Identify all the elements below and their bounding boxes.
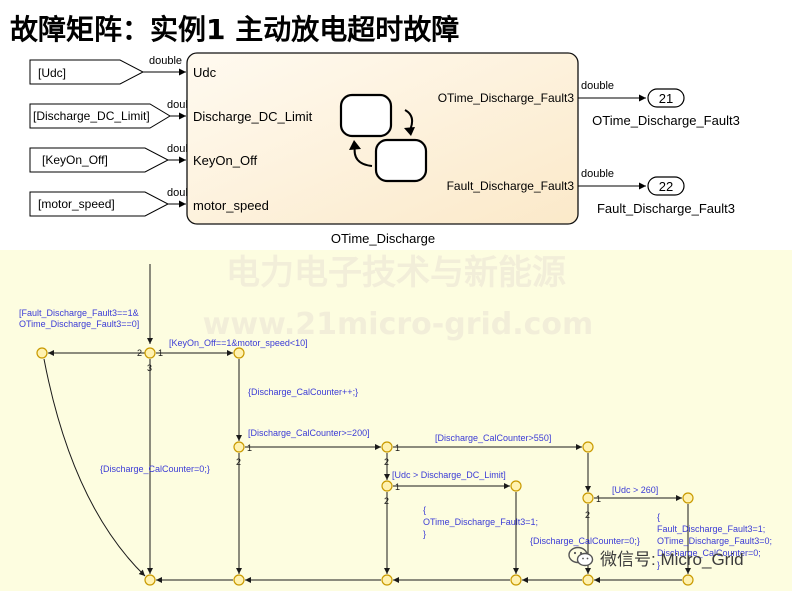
port-label-motor-speed: motor_speed bbox=[193, 198, 269, 213]
outport-21-name: OTime_Discharge_Fault3 bbox=[592, 113, 740, 128]
order-number: 3 bbox=[147, 363, 152, 373]
fault-action-line3: Discharge_CalCounter=0; bbox=[657, 548, 761, 558]
junction[interactable] bbox=[510, 480, 522, 492]
outport-21-number: 21 bbox=[659, 91, 673, 106]
otime-action: OTime_Discharge_Fault3=1; bbox=[423, 517, 538, 527]
flowchart-diagram: 电力电子技术与新能源 www.21micro-grid.com bbox=[0, 250, 792, 591]
from-label-keyon: [KeyOn_Off] bbox=[42, 153, 108, 167]
fault-reset-condition-line1: [Fault_Discharge_Fault3==1& bbox=[19, 308, 139, 318]
watermark-title: 电力电子技术与新能源 bbox=[226, 253, 566, 293]
outport-21[interactable]: 21 bbox=[647, 88, 685, 108]
outport-22-number: 22 bbox=[659, 179, 673, 194]
counter-ge-200-condition: [Discharge_CalCounter>=200] bbox=[248, 428, 370, 438]
junction[interactable] bbox=[582, 441, 594, 453]
otime-action-open: { bbox=[423, 505, 426, 515]
order-number: 1 bbox=[395, 482, 400, 492]
junction[interactable] bbox=[381, 441, 393, 453]
order-number: 2 bbox=[384, 496, 389, 506]
flow-junctions bbox=[36, 347, 694, 586]
chart-block-name: OTime_Discharge bbox=[331, 231, 435, 246]
wechat-id-text: 微信号: Micro_Grid bbox=[600, 549, 744, 569]
from-label-discharge-limit: [Discharge_DC_Limit] bbox=[33, 109, 150, 123]
from-block-udc[interactable]: [Udc] bbox=[29, 59, 145, 85]
outport-22[interactable]: 22 bbox=[647, 176, 685, 196]
junction[interactable] bbox=[582, 492, 594, 504]
junction[interactable] bbox=[144, 347, 156, 359]
counter-reset-action-left: {Discharge_CalCounter=0;} bbox=[100, 464, 210, 474]
signal-type-fault-out: double bbox=[581, 168, 614, 180]
order-number: 1 bbox=[596, 494, 601, 504]
flow-transitions bbox=[43, 264, 691, 583]
order-number: 1 bbox=[395, 443, 400, 453]
flowchart-background bbox=[0, 250, 792, 591]
outport-22-name: Fault_Discharge_Fault3 bbox=[597, 201, 735, 216]
fault-action-open: { bbox=[657, 512, 660, 522]
udc-discharge-limit-condition: [Udc > Discharge_DC_Limit] bbox=[392, 470, 506, 480]
order-number: 1 bbox=[247, 443, 252, 453]
fault-action-close: } bbox=[657, 560, 660, 570]
junction[interactable] bbox=[381, 480, 393, 492]
from-block-motor-speed[interactable]: [motor_speed] bbox=[29, 191, 170, 217]
watermark-url: www.21micro-grid.com bbox=[203, 307, 594, 342]
order-number: 2 bbox=[585, 510, 590, 520]
counter-gt-550-condition: [Discharge_CalCounter>550] bbox=[435, 433, 551, 443]
wechat-icon bbox=[568, 546, 594, 567]
junction[interactable] bbox=[233, 574, 245, 586]
junction[interactable] bbox=[682, 574, 694, 586]
from-label-motor-speed: [motor_speed] bbox=[38, 197, 115, 211]
order-number: 2 bbox=[236, 457, 241, 467]
junction[interactable] bbox=[144, 574, 156, 586]
counter-increment-action: {Discharge_CalCounter++;} bbox=[248, 387, 358, 397]
signal-type-udc: double bbox=[149, 55, 182, 67]
counter-reset-action-right: {Discharge_CalCounter=0;} bbox=[530, 536, 640, 546]
junction[interactable] bbox=[233, 441, 245, 453]
keyon-condition: [KeyOn_Off==1&motor_speed<10] bbox=[169, 338, 308, 348]
fault-reset-condition-line2: OTime_Discharge_Fault3==0] bbox=[19, 319, 139, 329]
port-label-udc: Udc bbox=[193, 65, 217, 80]
fault-action-line2: OTime_Discharge_Fault3=0; bbox=[657, 536, 772, 546]
order-number: 1 bbox=[158, 348, 163, 358]
junction[interactable] bbox=[582, 574, 594, 586]
port-label-fault: Fault_Discharge_Fault3 bbox=[447, 179, 575, 193]
watermark: 电力电子技术与新能源 www.21micro-grid.com bbox=[203, 253, 594, 342]
junction[interactable] bbox=[233, 347, 245, 359]
junction[interactable] bbox=[682, 492, 694, 504]
transition-order-numbers: 2 1 3 1 2 1 2 1 2 1 2 bbox=[137, 348, 601, 520]
junction[interactable] bbox=[381, 574, 393, 586]
junction[interactable] bbox=[510, 574, 522, 586]
port-label-otime: OTime_Discharge_Fault3 bbox=[438, 91, 575, 105]
from-block-keyon[interactable]: [KeyOn_Off] bbox=[29, 147, 170, 173]
junction[interactable] bbox=[36, 347, 48, 359]
wechat-watermark: 微信号: Micro_Grid bbox=[568, 544, 744, 570]
port-label-keyon: KeyOn_Off bbox=[193, 153, 257, 168]
simulink-diagram: [Udc] [Discharge_DC_Limit] [KeyOn_Off] [… bbox=[29, 52, 740, 246]
order-number: 2 bbox=[384, 457, 389, 467]
udc-260-condition: [Udc > 260] bbox=[612, 485, 658, 495]
from-label-udc: [Udc] bbox=[38, 66, 66, 80]
fault-action-line1: Fault_Discharge_Fault3=1; bbox=[657, 524, 765, 534]
otime-action-close: } bbox=[423, 529, 426, 539]
from-block-discharge-limit[interactable]: [Discharge_DC_Limit] bbox=[29, 103, 171, 129]
order-number: 2 bbox=[137, 348, 142, 358]
page-title: 故障矩阵：实例1 主动放电超时故障 bbox=[10, 13, 460, 46]
stateflow-chart-block[interactable]: Udc Discharge_DC_Limit KeyOn_Off motor_s… bbox=[186, 52, 579, 225]
stateflow-icon bbox=[339, 93, 428, 183]
signal-type-otime-out: double bbox=[581, 80, 614, 92]
port-label-discharge-limit: Discharge_DC_Limit bbox=[193, 109, 313, 124]
